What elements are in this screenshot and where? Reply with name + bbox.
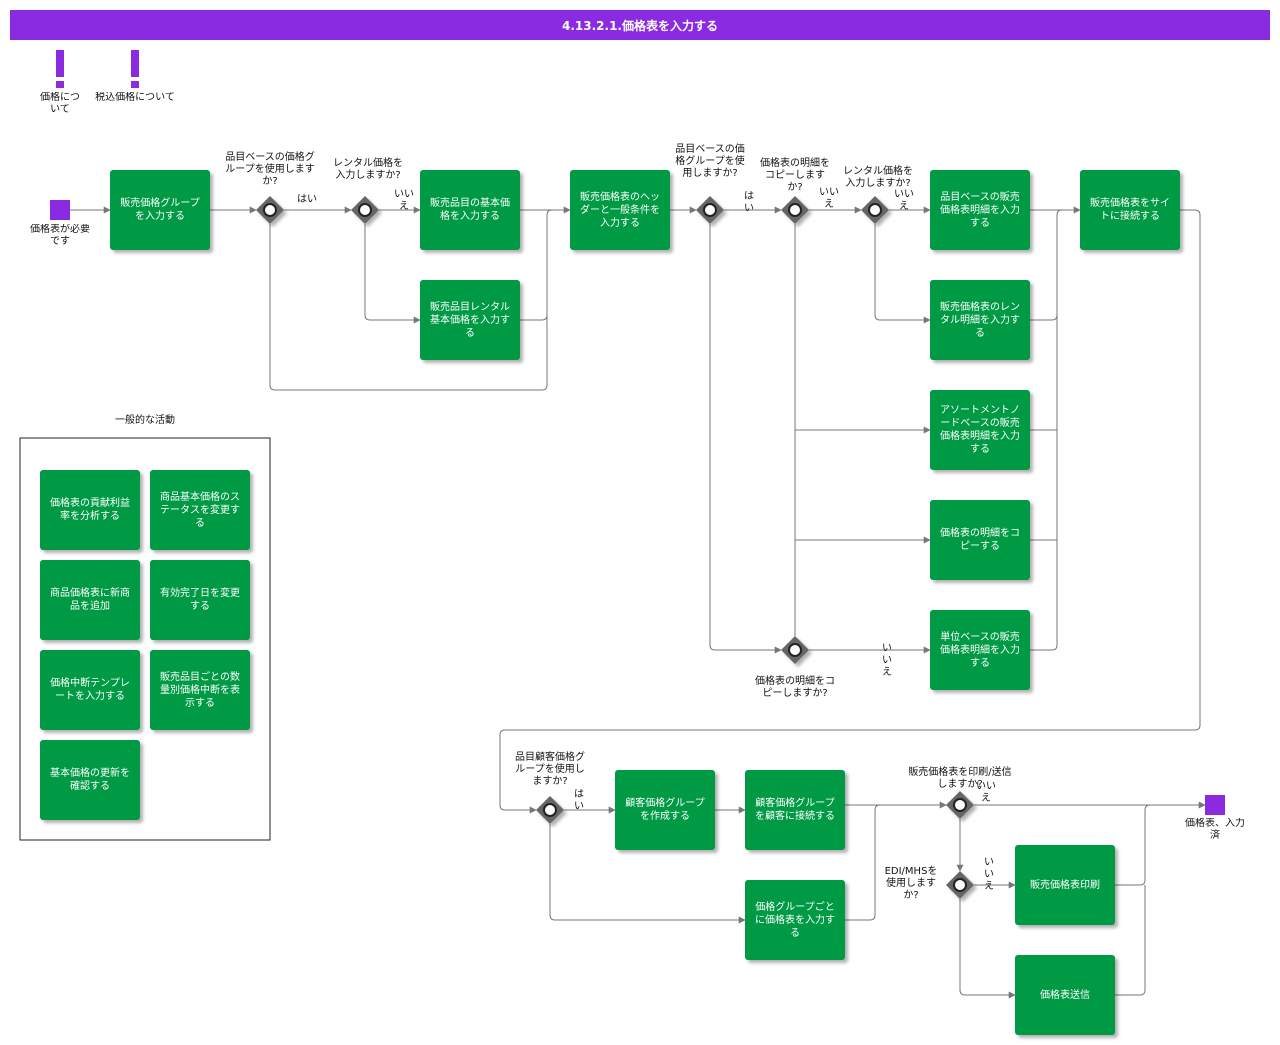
general-item-label: 価格表の貢献利益率を分析する	[50, 498, 130, 522]
task-label: 販売品目の基本価格を入力する	[430, 198, 510, 222]
start-event-label: 価格表が必要です	[30, 224, 90, 247]
task-t12[interactable]: 顧客価格グループを顧客に接続する	[745, 770, 845, 850]
task-t11[interactable]: 顧客価格グループを作成する	[615, 770, 715, 850]
task-label: 販売価格表のレンタル明細を入力する	[940, 301, 1020, 339]
task-t3[interactable]: 販売品目レンタル基本価格を入力する	[420, 280, 520, 360]
general-item-6[interactable]: 販売品目ごとの数量別価格中断を表示する	[150, 650, 250, 730]
gateway-g2[interactable]	[351, 196, 379, 224]
general-item-label: 有効完了日を変更する	[160, 588, 240, 612]
flow-label-yes: はい	[297, 194, 317, 205]
end-event	[1205, 795, 1225, 815]
end-event-label: 価格表、入力済	[1185, 818, 1245, 841]
flow-label-no: いいえ	[819, 187, 839, 210]
task-label: 販売価格表のヘッダーと一般条件を入力する	[580, 191, 660, 229]
task-t10[interactable]: 単位ベースの販売価格表明細を入力する	[930, 610, 1030, 690]
gateway-g8[interactable]	[946, 791, 974, 819]
general-item-label: 価格中断テンプレートを入力する	[50, 678, 130, 702]
gateway-label: 品目ベースの価格グループを使用しますか?	[225, 152, 315, 187]
task-t15[interactable]: 価格表送信	[1015, 955, 1115, 1035]
task-label: 価格表送信	[1040, 989, 1090, 1001]
task-t9[interactable]: 価格表の明細をコピーする	[930, 500, 1030, 580]
task-t14[interactable]: 販売価格表印刷	[1015, 845, 1115, 925]
gateway-label: 販売価格表を印刷/送信しますか?	[908, 767, 1012, 790]
general-item-label: 基本価格の更新を確認する	[50, 768, 130, 792]
flow-label-no: いいえ	[394, 189, 414, 212]
task-t5[interactable]: 品目ベースの販売価格表明細を入力する	[930, 170, 1030, 250]
flow-lines	[70, 206, 1206, 999]
start-event	[50, 200, 70, 220]
task-label: 顧客価格グループを顧客に接続する	[755, 798, 835, 822]
gateway-label: レンタル価格を入力しますか?	[843, 166, 913, 189]
general-item-label: 販売品目ごとの数量別価格中断を表示する	[160, 671, 240, 709]
task-label: 販売価格グループを入力する	[120, 198, 200, 222]
flow-label-no: いいえ	[894, 189, 914, 212]
general-item-7[interactable]: 基本価格の更新を確認する	[40, 740, 140, 820]
task-t6[interactable]: 販売価格表をサイトに接続する	[1080, 170, 1180, 250]
general-item-5[interactable]: 価格中断テンプレートを入力する	[40, 650, 140, 730]
task-label: 販売価格表をサイトに接続する	[1090, 198, 1170, 222]
task-t1[interactable]: 販売価格グループを入力する	[110, 170, 210, 250]
task-label: 価格グループごとに価格表を入力する	[755, 901, 835, 939]
flow-label-no: いいえ	[882, 643, 892, 678]
general-item-4[interactable]: 有効完了日を変更する	[150, 560, 250, 640]
gateway-label: 品目ベースの価格グループを使用しますか?	[675, 144, 745, 179]
gateway-label: EDI/MHSを使用しますか?	[884, 866, 938, 901]
gateway-g5[interactable]	[861, 196, 889, 224]
annotation-label: 価格について	[40, 92, 80, 115]
flow-label-no: いいえ	[984, 857, 994, 892]
gateway-g6[interactable]	[781, 636, 809, 664]
gateway-g3[interactable]	[696, 196, 724, 224]
exclamation-icon	[56, 50, 64, 88]
general-item-3[interactable]: 商品価格表に新商品を追加	[40, 560, 140, 640]
page-title: 4.13.2.1.価格表を入力する	[10, 10, 1270, 40]
general-item-label: 商品価格表に新商品を追加	[50, 588, 130, 612]
gateway-g7[interactable]	[536, 796, 564, 824]
task-label: 販売品目レンタル基本価格を入力する	[430, 301, 510, 339]
gateway-label: 価格表の明細をコピーしますか?	[760, 158, 830, 193]
general-item-1[interactable]: 価格表の貢献利益率を分析する	[40, 470, 140, 550]
gateway-g9[interactable]	[946, 871, 974, 899]
general-item-2[interactable]: 商品基本価格のステータスを変更する	[150, 470, 250, 550]
task-label: アソートメントノードベースの販売価格表明細を入力する	[940, 405, 1020, 455]
gateway-g4[interactable]	[781, 196, 809, 224]
task-label: 顧客価格グループを作成する	[625, 798, 705, 822]
task-t7[interactable]: 販売価格表のレンタル明細を入力する	[930, 280, 1030, 360]
task-label: 価格表の明細をコピーする	[940, 528, 1020, 552]
task-t2[interactable]: 販売品目の基本価格を入力する	[420, 170, 520, 250]
task-t8[interactable]: アソートメントノードベースの販売価格表明細を入力する	[930, 390, 1030, 470]
general-item-label: 商品基本価格のステータスを変更する	[160, 491, 240, 529]
exclamation-icon	[131, 50, 139, 88]
task-label: 販売価格表印刷	[1030, 879, 1100, 891]
flow-label-yes: はい	[574, 789, 584, 812]
task-label: 品目ベースの販売価格表明細を入力する	[940, 191, 1020, 229]
general-activities-title: 一般的な活動	[115, 415, 175, 426]
flow-label-no: いいえ	[976, 781, 996, 804]
general-activities-frame	[19, 437, 271, 841]
gateway-label: 価格表の明細をコピーしますか?	[755, 676, 835, 699]
annotation-label: 税込価格について	[95, 92, 175, 103]
gateway-label: 品目顧客価格グループを使用しますか?	[515, 752, 585, 787]
task-t4[interactable]: 販売価格表のヘッダーと一般条件を入力する	[570, 170, 670, 250]
gateway-g1[interactable]	[256, 196, 284, 224]
flow-label-yes: はい	[744, 191, 754, 214]
task-label: 単位ベースの販売価格表明細を入力する	[940, 631, 1020, 669]
task-t13[interactable]: 価格グループごとに価格表を入力する	[745, 880, 845, 960]
gateway-label: レンタル価格を入力しますか?	[333, 158, 403, 181]
